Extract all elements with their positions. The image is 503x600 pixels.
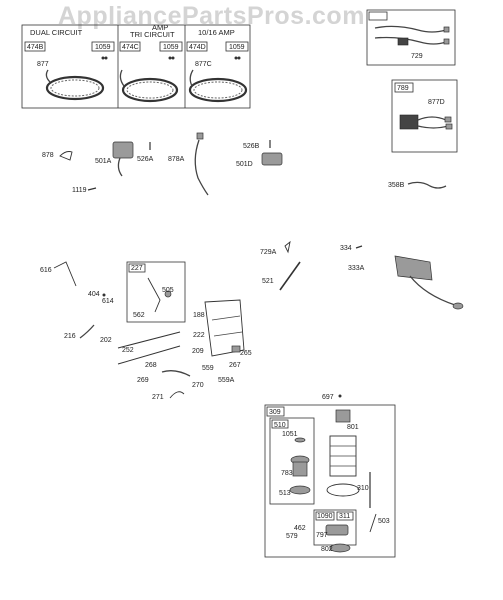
part-521 (279, 261, 301, 291)
harness-789-group: 789 877D (391, 79, 458, 153)
label-267: 267 (229, 362, 241, 369)
harness-789-frame (391, 79, 458, 153)
part-202-rod (117, 331, 181, 349)
header-tri-circuit: TRI CIRCUIT (130, 30, 175, 39)
label-1051: 1051 (282, 431, 298, 438)
label-614: 614 (102, 298, 114, 305)
label-474C: 474C (122, 44, 139, 51)
part-878A (194, 139, 209, 196)
label-697: 697 (322, 394, 334, 401)
part-878 (59, 151, 73, 161)
label-265: 265 (240, 350, 252, 357)
label-271: 271 (152, 394, 164, 401)
label-1059-c: 1059 (229, 44, 245, 51)
governor-linkage-group: 616 227 505 562 404 614 188 216 202 222 … (40, 261, 252, 401)
part-188-bracket (204, 299, 245, 357)
starter-motor-group: 697 309 510 1051 783 513 801 310 1090 31… (264, 394, 396, 558)
part-729A (284, 240, 291, 254)
label-310: 310 (357, 485, 369, 492)
label-1090: 1090 (317, 513, 333, 520)
label-526B: 526B (243, 143, 260, 150)
part-358B (407, 181, 447, 189)
label-877: 877 (37, 61, 49, 68)
part-271 (169, 391, 185, 399)
label-252: 252 (122, 347, 134, 354)
label-877C: 877C (195, 61, 212, 68)
label-309: 309 (269, 409, 281, 416)
label-268: 268 (145, 362, 157, 369)
label-579: 579 (286, 533, 298, 540)
label-501D: 501D (236, 161, 253, 168)
label-521: 521 (262, 278, 274, 285)
label-510: 510 (274, 422, 286, 429)
alternator-panel-frame (21, 24, 251, 109)
header-10-16-amp: 10/16 AMP (198, 28, 235, 37)
part-268 (161, 370, 191, 377)
starter-510-frame (269, 417, 315, 505)
label-878A: 878A (168, 156, 185, 163)
label-209: 209 (192, 348, 204, 355)
alternator-panel-group: DUAL CIRCUIT AMP TRI CIRCUIT 10/16 AMP 4… (21, 23, 251, 109)
label-358B: 358B (388, 182, 405, 189)
label-513: 513 (279, 490, 291, 497)
label-559A: 559A (218, 377, 235, 384)
label-333A: 333A (348, 265, 365, 272)
label-797: 797 (316, 532, 328, 539)
label-270: 270 (192, 382, 204, 389)
label-474D: 474D (189, 44, 206, 51)
label-462: 462 (294, 525, 306, 532)
label-729A: 729A (260, 249, 277, 256)
label-188: 188 (193, 312, 205, 319)
label-1059-b: 1059 (163, 44, 179, 51)
starter-309-frame (264, 404, 396, 558)
label-501A: 501A (95, 158, 112, 165)
label-559: 559 (202, 365, 214, 372)
alternator-coil-dual (45, 75, 105, 101)
label-1059-a: 1059 (95, 44, 111, 51)
label-729: 729 (411, 53, 423, 60)
label-404: 404 (88, 291, 100, 298)
alternator-coil-tri (121, 77, 179, 103)
part-housing (326, 483, 360, 497)
part-216 (79, 324, 95, 339)
label-562: 562 (133, 312, 145, 319)
harness-729-group: 729 (366, 9, 456, 66)
label-526A: 526A (137, 156, 154, 163)
ignition-row-group: 878 501A 526A 878A 526B 501D 1119 358B (42, 132, 447, 196)
header-amp: AMP (152, 23, 168, 32)
label-222: 222 (193, 332, 205, 339)
label-216: 216 (64, 333, 76, 340)
label-474B: 474B (27, 44, 44, 51)
label-783: 783 (281, 470, 293, 477)
armature-row-group: 729A 521 334 333A (260, 240, 464, 310)
watermark: AppliancePartsPros.com (58, 2, 365, 30)
harness-729-frame (366, 9, 456, 66)
label-789: 789 (397, 85, 409, 92)
part-501D (261, 152, 283, 166)
label-334: 334 (340, 245, 352, 252)
label-503: 503 (378, 518, 390, 525)
label-616: 616 (40, 267, 52, 274)
label-227: 227 (131, 265, 143, 272)
label-505: 505 (162, 287, 174, 294)
part-333A-armature (394, 255, 433, 281)
label-878: 878 (42, 152, 54, 159)
label-269: 269 (137, 377, 149, 384)
governor-227-frame (126, 261, 186, 323)
part-616 (53, 261, 77, 287)
label-202: 202 (100, 337, 112, 344)
part-802 (329, 543, 351, 553)
label-802: 802 (321, 546, 333, 553)
label-311: 311 (339, 513, 350, 520)
label-877D: 877D (428, 99, 445, 106)
part-501A (112, 141, 134, 159)
label-1119: 1119 (72, 187, 87, 194)
alternator-coil-10-16 (188, 77, 248, 103)
label-801: 801 (347, 424, 359, 431)
header-dual-circuit: DUAL CIRCUIT (30, 28, 83, 37)
